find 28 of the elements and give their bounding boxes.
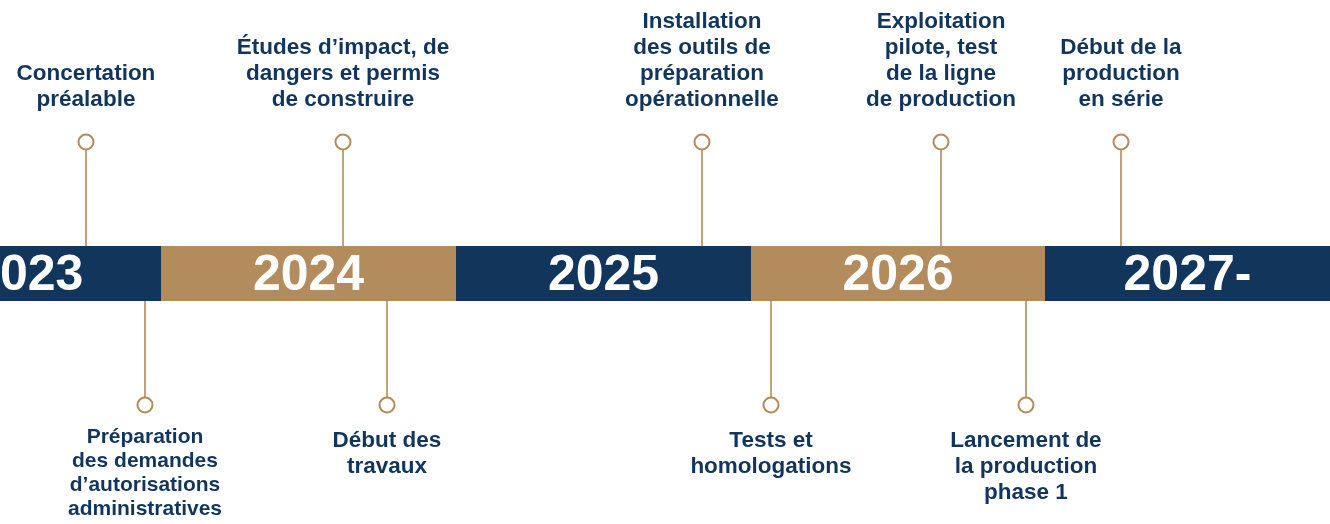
leader-line	[932, 133, 950, 247]
milestone-text: Concertation préalable	[15, 60, 157, 112]
year-label: 2025	[547, 246, 660, 301]
year-band	[456, 246, 751, 301]
milestone-text: Lancement de la production phase 1	[949, 427, 1103, 505]
year-label: 2024	[252, 246, 365, 301]
milestone-text: Début de la production en série	[1059, 34, 1183, 112]
leader-line	[334, 133, 352, 247]
leader-line	[1017, 300, 1035, 414]
leader-line	[136, 300, 154, 414]
milestone-text: Exploitation pilote, test de la ligne de production	[865, 8, 1017, 112]
year-label: 2026	[842, 246, 954, 301]
leader-line	[77, 133, 95, 247]
milestone-text: Tests et homologations	[689, 427, 853, 479]
milestone-text: Début des travaux	[331, 427, 443, 479]
milestone-text: Études d’impact, de dangers et permis de construire	[235, 34, 451, 112]
year-band	[0, 246, 161, 301]
leader-line	[1112, 133, 1130, 247]
year-band	[1045, 246, 1330, 301]
year-label: 2027-	[1123, 246, 1252, 301]
leader-line	[378, 300, 396, 414]
year-label: 023	[0, 246, 84, 301]
year-band	[751, 246, 1045, 301]
milestone-text: Préparation des demandes d’autorisations administratives	[66, 424, 224, 520]
leader-line	[693, 133, 711, 247]
leader-line	[762, 300, 780, 414]
milestone-text: Installation des outils de préparation opérationnelle	[624, 8, 780, 112]
year-band	[161, 246, 456, 301]
